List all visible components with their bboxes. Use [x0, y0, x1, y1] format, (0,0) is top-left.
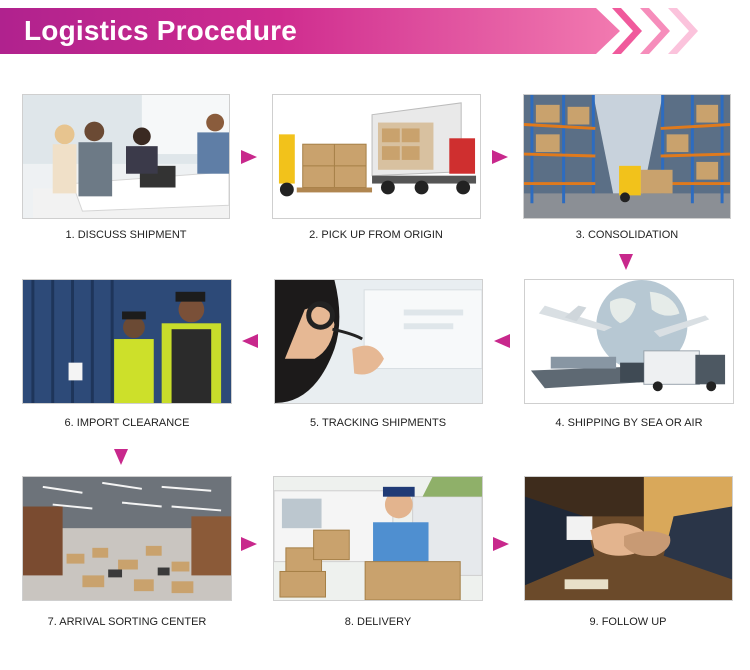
photo-follow-up — [524, 476, 733, 601]
photo-arrival-sorting-center — [22, 476, 232, 601]
step-caption: 6. IMPORT CLEARANCE — [64, 417, 190, 429]
chevron-right-icon — [668, 8, 698, 54]
step-caption: 1. DISCUSS SHIPMENT — [65, 229, 187, 241]
flow-arrow-down — [619, 254, 633, 270]
page-title: Logistics Procedure — [24, 15, 297, 46]
photo-consolidation — [523, 94, 731, 219]
photo-discuss-shipment — [22, 94, 230, 219]
step-caption: 9. FOLLOW UP — [589, 616, 667, 628]
photo-pick-up — [272, 94, 481, 219]
step-caption: 8. DELIVERY — [344, 616, 412, 628]
step-caption: 7. ARRIVAL SORTING CENTER — [47, 616, 207, 628]
flow-arrow-right — [241, 150, 257, 164]
photo-tracking-shipments — [274, 279, 483, 404]
photo-delivery — [273, 476, 483, 601]
flow-arrow-left — [494, 334, 510, 348]
step-caption: 3. CONSOLIDATION — [575, 229, 679, 241]
flow-arrow-right — [492, 150, 508, 164]
header-banner: Logistics Procedure — [0, 8, 620, 54]
chevron-right-icon — [640, 8, 670, 54]
flow-arrow-down — [114, 449, 128, 465]
flow-arrow-left — [242, 334, 258, 348]
step-caption: 2. PICK UP FROM ORIGIN — [309, 229, 443, 241]
flow-arrow-right — [241, 537, 257, 551]
flow-arrow-right — [493, 537, 509, 551]
photo-import-clearance — [22, 279, 232, 404]
photo-shipping-sea-air — [524, 279, 734, 404]
step-caption: 4. SHIPPING BY SEA OR AIR — [555, 417, 703, 429]
step-caption: 5. TRACKING SHIPMENTS — [309, 417, 447, 429]
